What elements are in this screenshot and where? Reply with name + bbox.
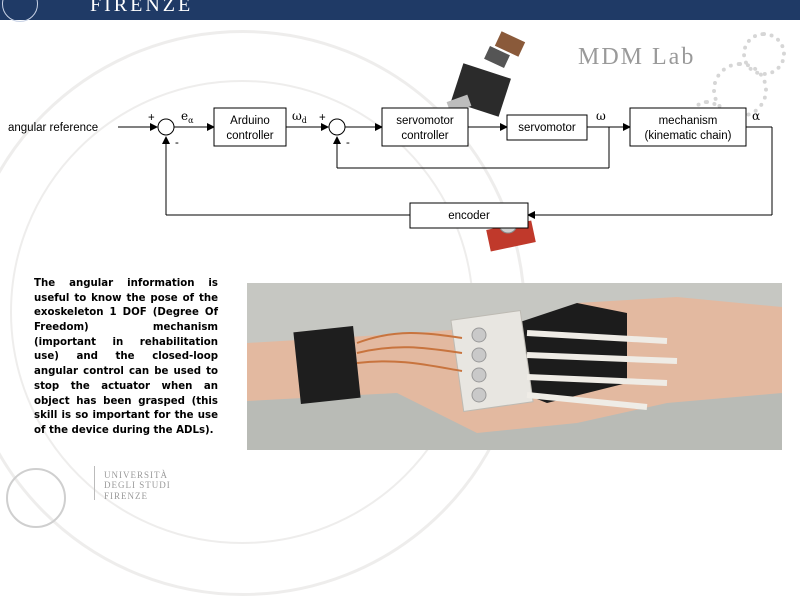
servomotor-label: servomotor — [518, 122, 576, 134]
header-bar: FIRENZE — [0, 0, 800, 22]
mechanism-block — [629, 107, 747, 147]
servomotor-block — [506, 114, 588, 141]
sum2-minus-sign: - — [346, 137, 350, 149]
servo-controller-label-1: servomotor — [396, 115, 454, 127]
gear-icon — [742, 32, 786, 76]
sum1-minus-sign: - — [175, 137, 179, 149]
servomotor-controller-block — [381, 107, 469, 147]
control-loop-diagram: angular reference + - eα Arduino control… — [8, 31, 773, 252]
encoder-block — [409, 202, 529, 229]
description-text: The angular information is useful to kno… — [34, 278, 218, 436]
error-label: eα — [181, 109, 194, 125]
input-label: angular reference — [8, 122, 98, 134]
servomotor-photo — [446, 31, 526, 117]
summing-junction-1 — [157, 118, 175, 136]
sum1-plus-sign: + — [148, 112, 155, 124]
servo-controller-label-2: controller — [401, 130, 448, 142]
omega-label: ω — [596, 109, 606, 123]
sum2-plus-sign: + — [319, 112, 326, 124]
arduino-label-2: controller — [226, 130, 273, 142]
header-title: FIRENZE — [90, 0, 194, 16]
encoder-label: encoder — [448, 210, 490, 222]
footer-separator — [94, 466, 95, 500]
footer-university-name: UNIVERSITÀ DEGLI STUDI FIRENZE — [104, 470, 171, 501]
mechanism-label-2: (kinematic chain) — [645, 130, 732, 142]
lab-logo: MDM Lab — [578, 44, 696, 70]
omega-d-label: ωd — [292, 109, 307, 125]
footer-seal-icon — [6, 468, 66, 528]
mechanism-label-1: mechanism — [659, 115, 718, 127]
alpha-label: α — [752, 109, 760, 123]
summing-junction-2 — [328, 118, 346, 136]
exoskeleton-photo — [247, 283, 782, 450]
arduino-label-1: Arduino — [230, 115, 270, 127]
